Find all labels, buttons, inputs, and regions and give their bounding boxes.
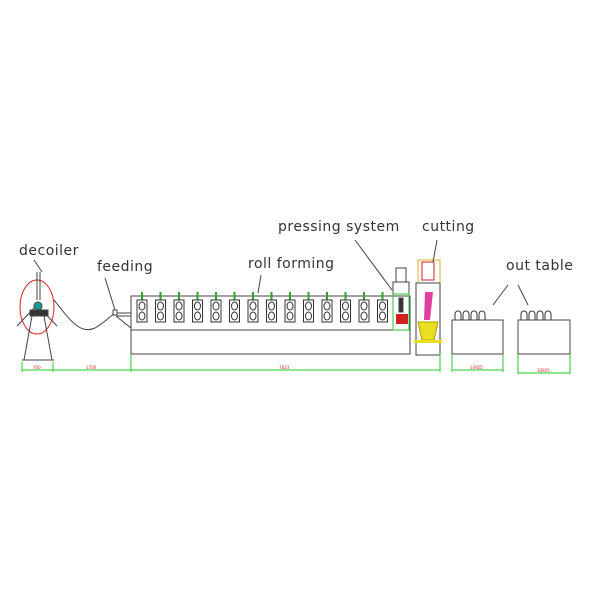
label-decoiler: decoiler xyxy=(19,243,79,259)
roller-station xyxy=(321,292,333,323)
dimension-roll-forming: 7823 xyxy=(279,365,290,370)
label-roll-forming: roll forming xyxy=(248,256,335,272)
label-out-table: out table xyxy=(506,258,574,274)
roller-station xyxy=(377,292,388,323)
label-pressing-system: pressing system xyxy=(278,219,400,235)
dimension-decoiler: 700 xyxy=(33,365,41,370)
cutting-unit xyxy=(414,259,442,356)
roller-station xyxy=(247,292,259,323)
dimension-out-table-1: 10925 xyxy=(470,365,483,370)
label-feeding: feeding xyxy=(97,259,154,275)
pressing-system xyxy=(392,267,410,331)
coil xyxy=(520,310,528,320)
decoiler xyxy=(16,272,115,361)
roller-station xyxy=(192,292,203,323)
coil xyxy=(470,310,478,320)
roller-station xyxy=(229,292,240,323)
dimension-feeding: 1700 xyxy=(86,365,97,370)
coil xyxy=(536,310,544,320)
out-tables xyxy=(33,239,571,355)
coil xyxy=(478,310,486,320)
roll-forming-machine xyxy=(130,292,411,355)
roller-station xyxy=(340,292,351,323)
label-cutting: cutting xyxy=(422,219,475,235)
roller-station xyxy=(284,292,296,323)
roller-station xyxy=(358,292,370,323)
coil xyxy=(544,310,552,320)
roller-station xyxy=(210,292,222,323)
coil xyxy=(462,310,470,320)
coil xyxy=(454,310,462,320)
dimension-out-table-2: 10925 xyxy=(537,368,550,373)
roller-station xyxy=(155,292,166,323)
feeding-unit xyxy=(112,309,132,329)
coil xyxy=(528,310,536,320)
roller-station xyxy=(173,292,185,323)
roller-station xyxy=(266,292,277,323)
roller-station xyxy=(136,292,148,323)
roller-station xyxy=(303,292,314,323)
dimension-lines xyxy=(21,354,571,374)
